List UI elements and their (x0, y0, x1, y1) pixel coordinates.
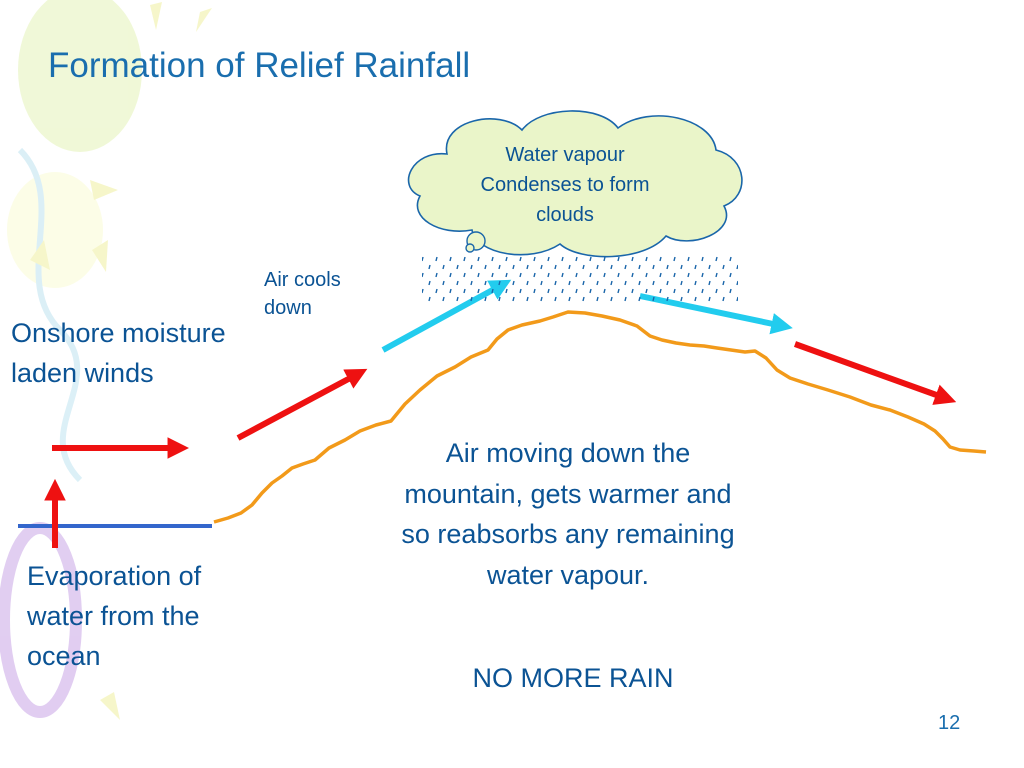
descending-air-arrow (793, 341, 957, 405)
mountain-outline (213, 310, 987, 524)
swirl-line (17, 147, 83, 483)
rain-drops (422, 254, 738, 302)
page-number: 12 (938, 712, 961, 734)
descending-air-description: Air moving down the mountain, gets warme… (401, 438, 735, 590)
background-decoration (0, 0, 212, 720)
sun-ray-1 (150, 2, 162, 30)
onshore-winds-label: Onshore moisture laden winds (11, 318, 226, 388)
rising-air-arrow (236, 368, 368, 441)
slide-title: Formation of Relief Rainfall (48, 46, 471, 85)
sun-ray-2 (196, 8, 212, 32)
air-cools-label: Air cools down (264, 269, 341, 319)
sun-ray-6 (100, 692, 120, 720)
no-more-rain-label: NO MORE RAIN (472, 663, 674, 693)
sun-ray-4 (30, 240, 50, 270)
sun-ray-5 (92, 240, 108, 272)
sun-ray-3 (90, 180, 118, 200)
balloon-shape-mid (7, 172, 103, 288)
thought-cloud (407, 110, 743, 258)
evaporation-label: Evaporation of water from the ocean (27, 561, 202, 671)
balloon-shape-top (18, 0, 142, 152)
cloud-label: Water vapour Condenses to form clouds (480, 144, 650, 226)
